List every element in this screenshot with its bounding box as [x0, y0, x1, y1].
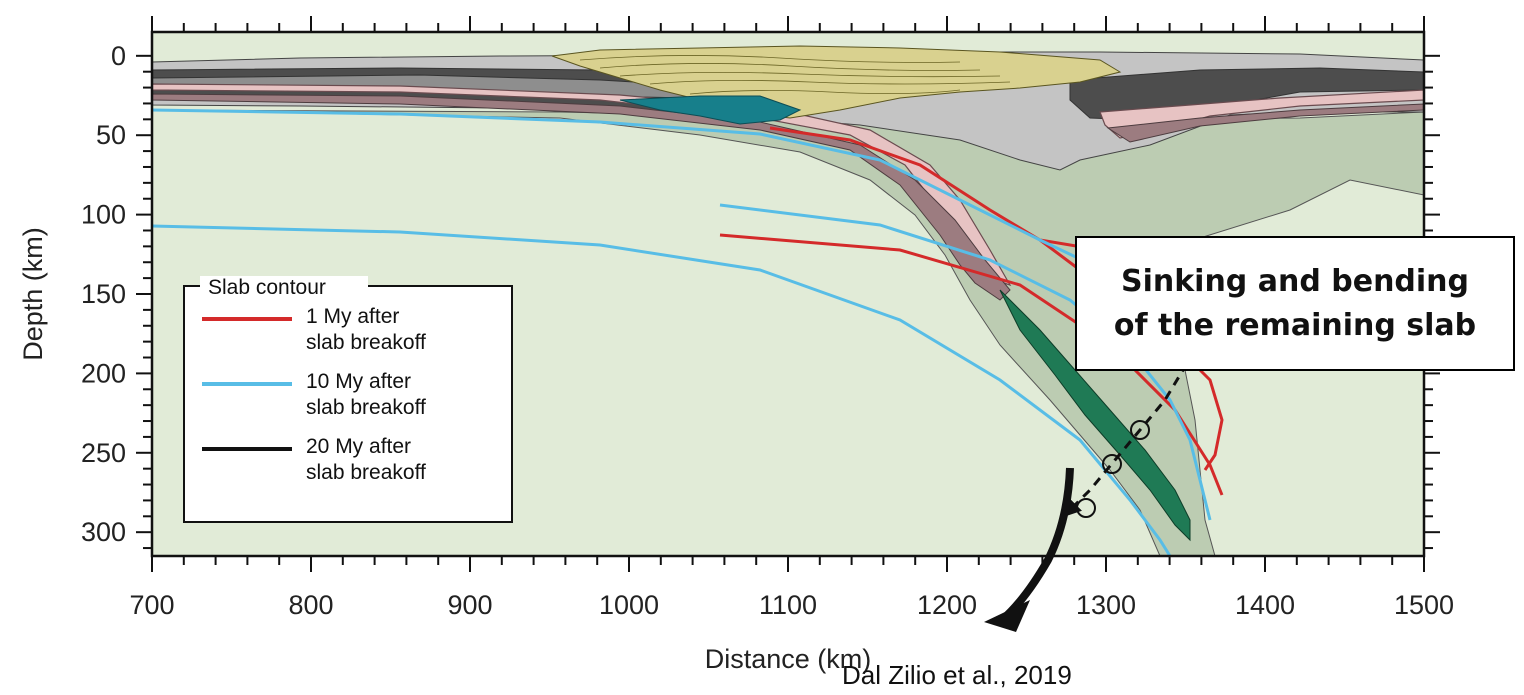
y-tick-label: 150: [81, 279, 126, 309]
slab-top-green: [999, 289, 1191, 542]
dashed-trajectory: [1062, 349, 1197, 518]
legend-item-10my-line1: 10 My after: [306, 370, 411, 393]
x-tick-label: 1400: [1235, 590, 1295, 620]
y-tick-label: 50: [96, 120, 126, 150]
trajectory-marker-1: [1130, 420, 1150, 440]
y-tick-label: 100: [81, 200, 126, 230]
teal-body: [619, 95, 802, 125]
annotation-callout: Sinking and bending of the remaining sla…: [1075, 236, 1515, 371]
trajectory-marker-2: [1102, 454, 1122, 474]
citation: Dal Zilio et al., 2019: [842, 660, 1072, 690]
sediment-texture: [579, 55, 1011, 95]
y-tick-label: 300: [81, 517, 126, 547]
legend-box: [183, 285, 513, 523]
legend-title: Slab contour: [208, 276, 326, 299]
x-tick-label: 1300: [1076, 590, 1136, 620]
x-tick-label: 800: [288, 590, 333, 620]
legend-item-20my-line1: 20 My after: [306, 435, 411, 458]
x-tick-label: 900: [447, 590, 492, 620]
x-axis-tick-labels: 700 800 900 1000 1100 1200 1300 1400 1500: [129, 590, 1454, 620]
sinking-arrowhead: [984, 600, 1030, 632]
x-tick-label: 1200: [917, 590, 977, 620]
legend-item-20my-line2: slab breakoff: [306, 461, 426, 484]
x-tick-label: 1500: [1394, 590, 1454, 620]
y-axis-title: Depth (km): [18, 227, 48, 361]
x-tick-label: 1100: [759, 590, 817, 620]
callout-line-1: Sinking and bending: [1120, 263, 1470, 299]
mauve-layer-right: [1106, 103, 1424, 143]
pink-layer-right: [1099, 89, 1424, 139]
y-tick-label: 200: [81, 358, 126, 388]
callout-line-2: of the remaining slab: [1113, 307, 1477, 343]
x-axis-ticks: [151, 16, 1425, 572]
y-axis-tick-labels: 0 50 100 150 200 250 300: [81, 41, 126, 547]
x-tick-label: 700: [129, 590, 174, 620]
x-tick-label: 1000: [599, 590, 659, 620]
legend: Slab contour 1 My after slab breakoff 10…: [183, 276, 513, 523]
legend-item-1my-line1: 1 My after: [306, 305, 399, 328]
legend-item-10my-line2: slab breakoff: [306, 396, 426, 419]
trajectory-marker-3: [1076, 498, 1096, 518]
x-axis-title: Distance (km): [705, 644, 872, 674]
y-axis-ticks: [136, 54, 1440, 550]
sinking-arrow: [999, 467, 1074, 624]
legend-title-backdrop: [200, 276, 368, 300]
y-tick-label: 250: [81, 438, 126, 468]
sediment-wedge: [551, 45, 1122, 119]
contour-10my-lower: [152, 224, 1172, 556]
y-tick-label: 0: [111, 41, 126, 71]
legend-item-1my-line2: slab breakoff: [306, 331, 426, 354]
